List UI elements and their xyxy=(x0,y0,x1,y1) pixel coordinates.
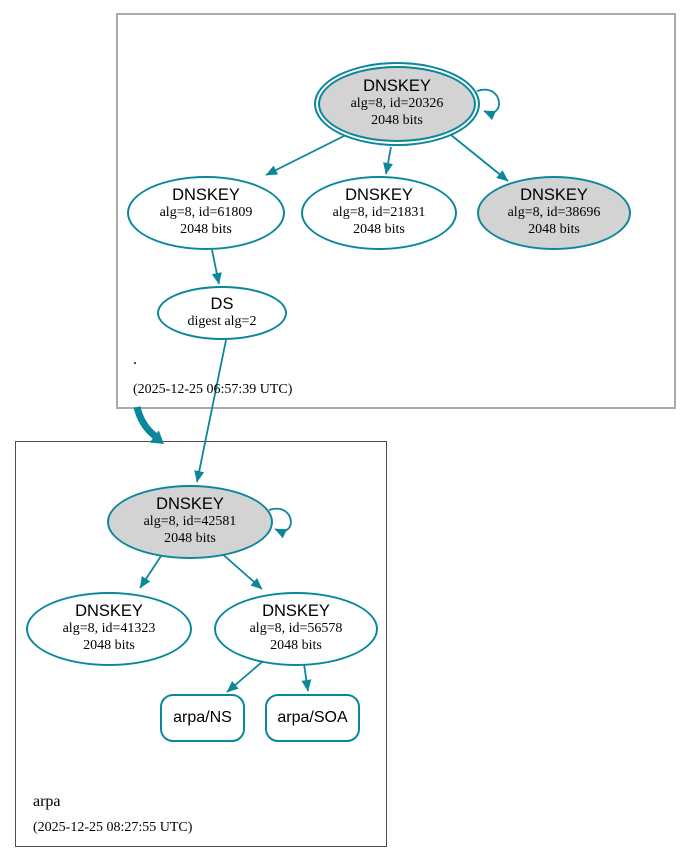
node-text: DNSKEY alg=8, id=56578 2048 bits xyxy=(249,602,343,654)
dnskey-node-root-ksk-20326[interactable]: DNSKEY alg=8, id=20326 2048 bits xyxy=(314,62,480,146)
dnskey-node-root-zsk-21831[interactable]: DNSKEY alg=8, id=21831 2048 bits xyxy=(301,176,457,250)
node-alg-id: alg=8, id=56578 xyxy=(249,621,343,637)
node-bits: 2048 bits xyxy=(164,530,216,546)
node-title: DNSKEY xyxy=(262,602,330,621)
node-bits: 2048 bits xyxy=(180,221,232,237)
zone-box-root xyxy=(116,13,676,409)
node-bits: 2048 bits xyxy=(353,221,405,237)
node-alg-id: alg=8, id=20326 xyxy=(350,96,444,112)
node-alg-id: alg=8, id=21831 xyxy=(332,205,426,221)
node-alg-id: alg=8, id=61809 xyxy=(159,205,253,221)
node-text: DNSKEY alg=8, id=21831 2048 bits xyxy=(332,186,426,238)
node-title: DNSKEY xyxy=(75,602,143,621)
node-bits: 2048 bits xyxy=(270,637,322,653)
dnskey-node-arpa-zsk-41323[interactable]: DNSKEY alg=8, id=41323 2048 bits xyxy=(26,592,192,666)
node-text: DNSKEY alg=8, id=41323 2048 bits xyxy=(62,602,156,654)
node-title: DNSKEY xyxy=(345,186,413,205)
node-title: DS xyxy=(210,294,234,313)
node-title: DNSKEY xyxy=(156,495,224,514)
node-alg-id: alg=8, id=41323 xyxy=(62,621,156,637)
dnskey-node-arpa-ksk-42581[interactable]: DNSKEY alg=8, id=42581 2048 bits xyxy=(107,485,273,559)
rrset-label: arpa/SOA xyxy=(277,709,348,726)
node-text: DS digest alg=2 xyxy=(187,294,257,331)
node-title: DNSKEY xyxy=(172,186,240,205)
rrset-label: arpa/NS xyxy=(173,709,232,726)
node-bits: 2048 bits xyxy=(371,112,423,128)
node-bits: 2048 bits xyxy=(528,221,580,237)
zone-name-arpa: arpa xyxy=(33,793,61,810)
rrset-node-arpa-soa[interactable]: arpa/SOA xyxy=(265,694,360,742)
trust-anchor-inner-ring xyxy=(318,66,476,142)
zone-timestamp-arpa: (2025-12-25 08:27:55 UTC) xyxy=(33,820,193,835)
ds-node-root[interactable]: DS digest alg=2 xyxy=(157,286,287,340)
zone-timestamp-root: (2025-12-25 06:57:39 UTC) xyxy=(133,382,293,397)
node-title: DNSKEY xyxy=(520,186,588,205)
node-bits: 2048 bits xyxy=(83,637,135,653)
dnskey-node-root-zsk-61809[interactable]: DNSKEY alg=8, id=61809 2048 bits xyxy=(127,176,285,250)
dnskey-node-root-ksk-38696[interactable]: DNSKEY alg=8, id=38696 2048 bits xyxy=(477,176,631,250)
node-digest-alg: digest alg=2 xyxy=(187,313,257,329)
node-text: DNSKEY alg=8, id=38696 2048 bits xyxy=(507,186,601,238)
zone-name-root: . xyxy=(133,351,137,368)
node-alg-id: alg=8, id=42581 xyxy=(143,514,237,530)
node-text: DNSKEY alg=8, id=61809 2048 bits xyxy=(159,186,253,238)
node-alg-id: alg=8, id=38696 xyxy=(507,205,601,221)
dnskey-node-arpa-zsk-56578[interactable]: DNSKEY alg=8, id=56578 2048 bits xyxy=(214,592,378,666)
rrset-node-arpa-ns[interactable]: arpa/NS xyxy=(160,694,245,742)
node-text: DNSKEY alg=8, id=20326 2048 bits xyxy=(350,77,444,129)
node-title: DNSKEY xyxy=(363,77,431,96)
zone-delegation-arrow-shaft xyxy=(133,406,158,439)
node-text: DNSKEY alg=8, id=42581 2048 bits xyxy=(143,495,237,547)
